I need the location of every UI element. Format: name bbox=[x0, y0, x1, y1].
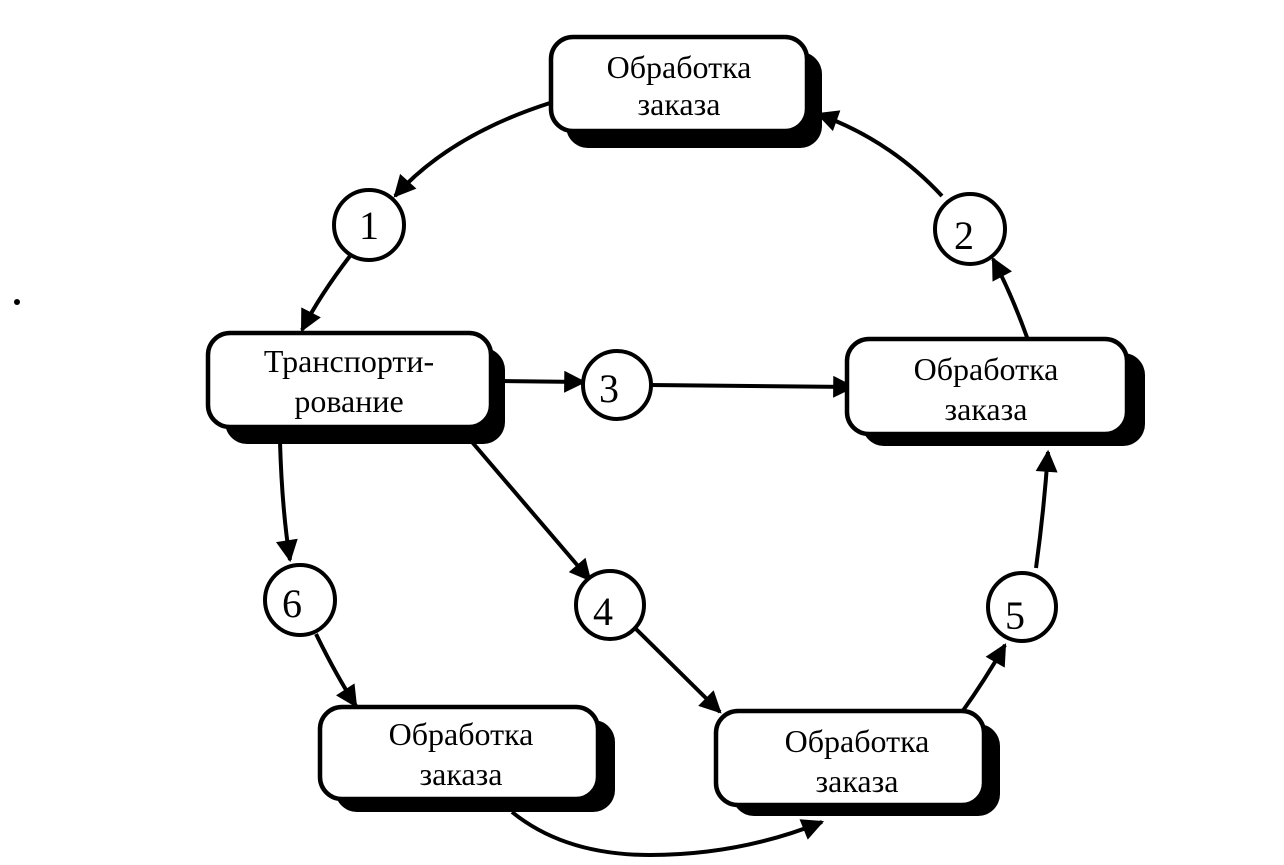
node-2-label: 2 bbox=[954, 213, 974, 258]
node-6: 6 bbox=[263, 563, 337, 637]
edge-bottom-right-to-5 bbox=[960, 643, 1007, 714]
edge-4-to-bottom-right bbox=[634, 627, 722, 714]
edge-left-to-4 bbox=[470, 440, 592, 582]
box-top-line1: Обработка bbox=[607, 49, 752, 85]
box-bottom-left-order-processing: Обработка заказа bbox=[317, 704, 615, 812]
box-top-line2: заказа bbox=[638, 86, 721, 122]
node-3: 3 bbox=[581, 349, 653, 421]
node-4: 4 bbox=[574, 569, 646, 641]
box-bottom-right-line2: заказа bbox=[816, 763, 899, 799]
node-5: 5 bbox=[986, 571, 1058, 643]
node-4-label: 4 bbox=[593, 589, 613, 634]
box-bottom-left-line1: Обработка bbox=[389, 716, 534, 752]
node-6-label: 6 bbox=[282, 581, 302, 626]
edge-3-to-right bbox=[649, 375, 856, 398]
box-bottom-right-order-processing: Обработка заказа bbox=[713, 708, 1000, 816]
box-left-transport: Транспорти- рование bbox=[205, 330, 505, 444]
box-bottom-left-line2: заказа bbox=[420, 756, 503, 792]
edge-bottom-left-to-bottom-right bbox=[510, 810, 825, 858]
edge-5-to-right bbox=[1034, 449, 1058, 569]
edge-left-to-3 bbox=[501, 370, 587, 393]
node-1: 1 bbox=[332, 188, 406, 262]
box-bottom-right-line1: Обработка bbox=[785, 723, 930, 759]
node-5-label: 5 bbox=[1005, 593, 1025, 638]
edge-2-to-top bbox=[815, 110, 944, 198]
box-right-line2: заказа bbox=[945, 391, 1028, 427]
edge-left-to-6 bbox=[276, 441, 298, 563]
edge-1-to-left bbox=[300, 254, 352, 332]
box-left-line1: Транспорти- bbox=[264, 343, 434, 379]
stray-dot bbox=[14, 299, 20, 305]
box-top-order-processing: Обработка заказа bbox=[548, 34, 822, 148]
edge-top-to-1 bbox=[393, 101, 551, 198]
box-right-order-processing: Обработка заказа bbox=[844, 336, 1145, 446]
node-1-label: 1 bbox=[359, 203, 379, 248]
node-3-label: 3 bbox=[599, 366, 619, 411]
edge-6-to-bottom-left bbox=[314, 633, 358, 708]
box-left-line2: рование bbox=[294, 383, 403, 419]
edge-right-to-2 bbox=[991, 257, 1030, 341]
box-right-line1: Обработка bbox=[914, 351, 1059, 387]
node-2: 2 bbox=[933, 192, 1007, 266]
